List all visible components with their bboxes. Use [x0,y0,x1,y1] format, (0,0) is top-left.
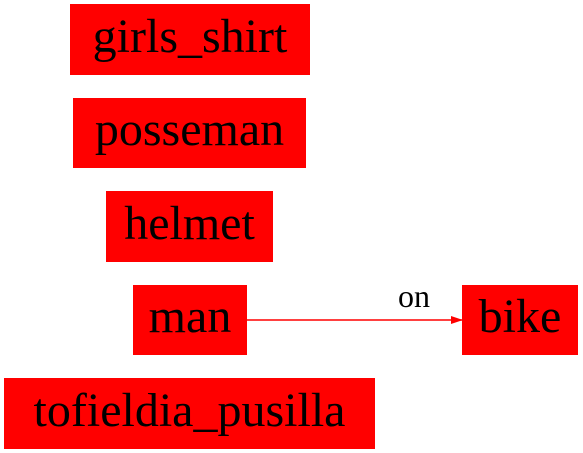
edge-label-on: on [398,278,430,314]
node-label: man [148,290,232,343]
node-label: bike [478,290,562,343]
node-label: girls_shirt [92,9,288,63]
node-label: posseman [94,103,285,156]
node-man: man [133,285,247,355]
node-tofieldia-pusilla: tofieldia_pusilla [4,378,375,449]
node-girls-shirt: girls_shirt [70,4,310,75]
node-label: tofieldia_pusilla [33,383,346,437]
node-posseman: posseman [73,98,306,168]
node-label: helmet [124,196,255,250]
node-helmet: helmet [106,191,273,262]
node-bike: bike [462,285,578,355]
